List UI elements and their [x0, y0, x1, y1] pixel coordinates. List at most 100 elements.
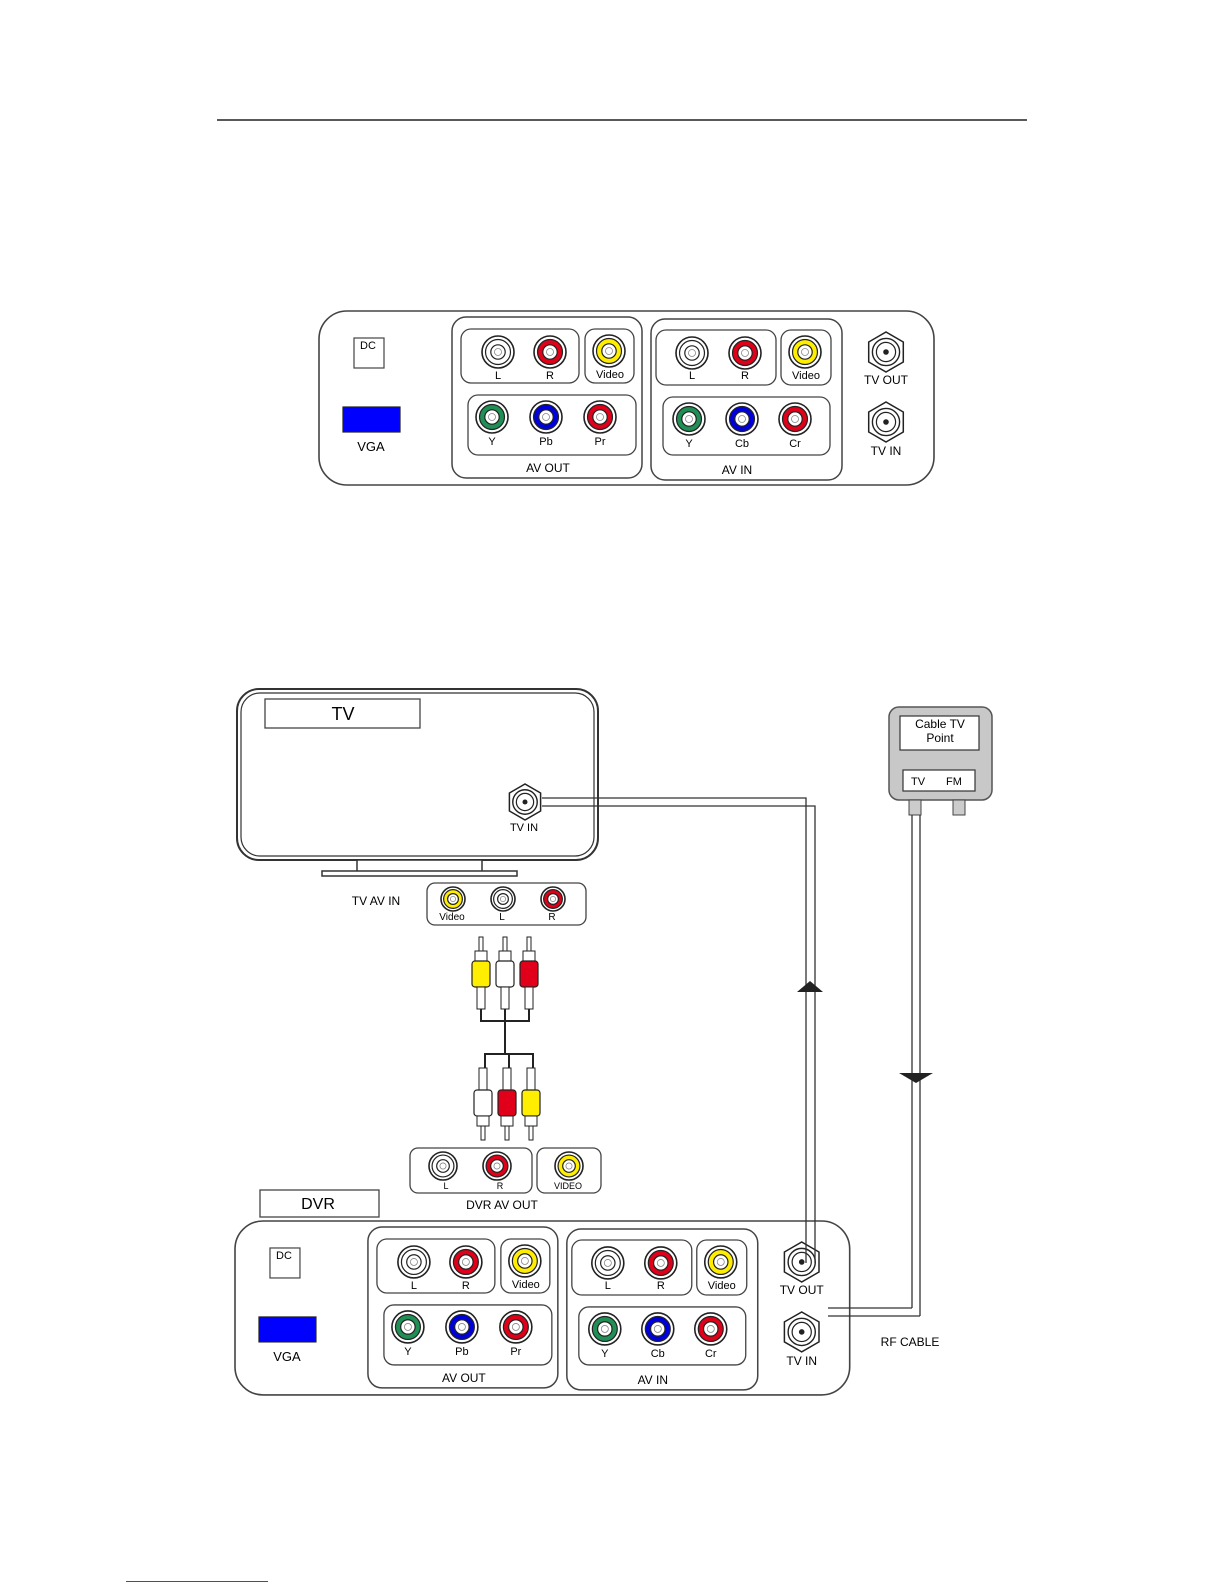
- dvr-av-in-comp-label-1: Cb: [651, 1348, 665, 1360]
- dvr-av-out-jack-0-pin: [440, 1163, 446, 1169]
- panel-tv-in-label: TV IN: [871, 444, 902, 458]
- cable-point-title-2: Point: [926, 731, 954, 745]
- panel-av-out-jack-l-pin: [494, 348, 501, 355]
- dvr-av-in-jack-l-pin: [604, 1259, 611, 1266]
- tv-in-label: TV IN: [510, 822, 538, 834]
- panel-av-in-jack-r-pin: [741, 349, 748, 356]
- dvr-av-in-label-1: R: [657, 1280, 665, 1292]
- bottom-plug-white-collar: [477, 1116, 489, 1126]
- bottom-plug-red-boot: [503, 1068, 511, 1090]
- dvr-av-out-label: DVR AV OUT: [466, 1198, 538, 1212]
- av-cable-wires: [481, 1009, 533, 1068]
- top-plug-yellow-boot: [477, 987, 485, 1009]
- panel-av-in-comp-label-0: Y: [685, 438, 693, 450]
- tv-body-outer: [237, 689, 598, 860]
- panel-av-out-title: AV OUT: [526, 461, 570, 475]
- dvr-av-out-comp-2-pin: [512, 1323, 519, 1330]
- tv-stand-base: [322, 871, 517, 876]
- tv-av-in-jack-2-pin: [550, 896, 555, 901]
- dvr-tv-in-connector-pin: [799, 1329, 805, 1335]
- dvr-av-out-jack-video-pin: [566, 1163, 572, 1169]
- bottom-plug-yellow-boot: [527, 1068, 535, 1090]
- panel-av-in-label-1: R: [741, 370, 749, 382]
- dvr-av-in-title: AV IN: [638, 1373, 668, 1387]
- panel-tv-out-label: TV OUT: [864, 373, 909, 387]
- panel-av-out-comp-label-2: Pr: [595, 436, 606, 448]
- panel-av-in-comp-1-pin: [738, 415, 745, 422]
- dvr-av-out-audio-box: [410, 1148, 532, 1193]
- dvr-av-out-video-label: Video: [512, 1279, 540, 1291]
- panel-av-in-comp-0-pin: [685, 415, 692, 422]
- rf-cable-label: RF CABLE: [881, 1335, 940, 1349]
- dvr-av-out-comp-label-1: Pb: [455, 1346, 468, 1358]
- top-plug-white-collar: [499, 951, 511, 961]
- tv-av-in-jack-0-pin: [450, 896, 455, 901]
- panel-av-out-comp-1-pin: [542, 413, 549, 420]
- dvr-av-in-video-label: Video: [708, 1280, 736, 1292]
- dvr-dc-label: DC: [276, 1250, 292, 1262]
- panel-av-out-comp-0-pin: [488, 413, 495, 420]
- top-plug-red: [520, 961, 538, 987]
- dvr-av-in-comp-1-pin: [654, 1325, 661, 1332]
- bottom-plug-white-boot: [479, 1068, 487, 1090]
- panel-tv-out-connector-pin: [883, 349, 889, 355]
- dvr-av-out-label-1: R: [462, 1280, 470, 1292]
- dvr-av-in-comp-2-pin: [707, 1325, 714, 1332]
- dvr-av-in-label-0: L: [605, 1280, 611, 1292]
- panel-av-in-jack-l-pin: [688, 349, 695, 356]
- rf-cable-tv-inner: [542, 806, 815, 1263]
- dvr-tv-in-label: TV IN: [786, 1354, 817, 1368]
- bottom-plug-white-tip: [481, 1126, 485, 1140]
- dvr-av-in-comp-0-pin: [601, 1325, 608, 1332]
- cable-point-title-1: Cable TV: [915, 717, 965, 731]
- top-plug-yellow-tip: [479, 937, 483, 951]
- dvr-av-in-comp-label-2: Cr: [705, 1348, 717, 1360]
- dvr-av-in-jack-r-pin: [657, 1259, 664, 1266]
- dvr-av-out-comp-0-pin: [404, 1323, 411, 1330]
- panel-av-out-video-label: Video: [596, 369, 624, 381]
- tv-stand-neck: [357, 860, 482, 872]
- dvr-av-out-comp-1-pin: [458, 1323, 465, 1330]
- bottom-plug-yellow-collar: [525, 1116, 537, 1126]
- dvr-vga-port: [259, 1317, 316, 1342]
- top-plug-red-collar: [523, 951, 535, 961]
- top-plug-white-boot: [501, 987, 509, 1009]
- panel-dc-label: DC: [360, 340, 376, 352]
- dvr-av-out-title: AV OUT: [442, 1371, 486, 1385]
- panel-av-in-label-0: L: [689, 370, 695, 382]
- bottom-plug-yellow: [522, 1090, 540, 1116]
- panel-av-in-jack-video-pin: [801, 348, 808, 355]
- panel-av-in-comp-2-pin: [791, 415, 798, 422]
- panel-vga-port: [343, 407, 400, 432]
- cable-point-fm-stub: [953, 800, 965, 815]
- tv-av-in-jack-label-2: R: [548, 912, 555, 923]
- panel-av-out-label-1: R: [546, 370, 554, 382]
- up-arrow-icon: [797, 981, 823, 992]
- dvr-av-out-jack-label-0: L: [443, 1181, 448, 1191]
- tv-in-connector-pin: [522, 799, 527, 804]
- tv-av-in-label: TV AV IN: [352, 894, 400, 908]
- dvr-av-out-label-0: L: [411, 1280, 417, 1292]
- dvr-av-out-video-label: VIDEO: [554, 1181, 582, 1191]
- panel-av-out-comp-2-pin: [596, 413, 603, 420]
- panel-av-in-comp-label-2: Cr: [789, 438, 801, 450]
- panel-av-out-jack-r-pin: [546, 348, 553, 355]
- dvr-tv-out-connector-pin: [799, 1259, 805, 1265]
- rf-cable-in-horizontal: [828, 1308, 920, 1316]
- cable-point-port-fm: FM: [946, 776, 962, 788]
- dvr-av-in-jack-video-pin: [717, 1258, 724, 1265]
- tv-title: TV: [331, 704, 354, 724]
- top-plug-red-boot: [525, 987, 533, 1009]
- panel-av-in-title: AV IN: [722, 463, 752, 477]
- panel-av-out-comp-label-0: Y: [488, 436, 496, 448]
- tv-av-in-jack-1-pin: [500, 896, 505, 901]
- panel-av-out-jack-video-pin: [605, 347, 612, 354]
- top-plug-white-tip: [503, 937, 507, 951]
- cable-point-tv-stub: [909, 800, 921, 815]
- dvr-av-out-jack-label-1: R: [497, 1181, 504, 1191]
- dvr-av-out-comp-label-0: Y: [404, 1346, 412, 1358]
- bottom-plug-white: [474, 1090, 492, 1116]
- dvr-tv-out-label: TV OUT: [780, 1283, 825, 1297]
- down-arrow-icon: [899, 1073, 933, 1083]
